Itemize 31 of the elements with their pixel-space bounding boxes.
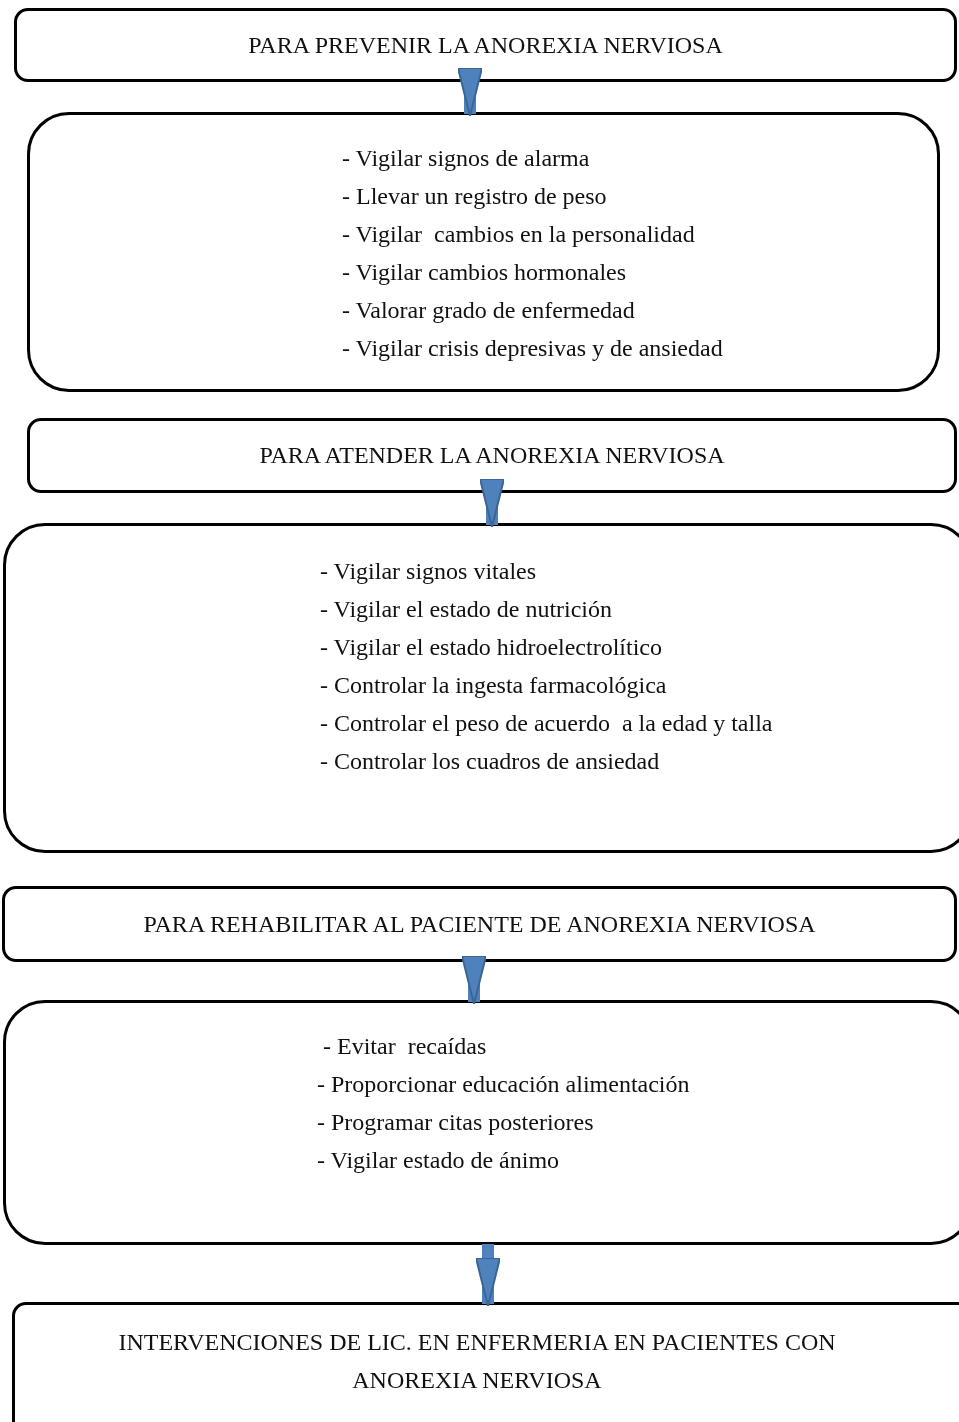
heading-text: PARA ATENDER LA ANOREXIA NERVIOSA	[259, 442, 725, 469]
list-item: - Valorar grado de enfermedad	[342, 296, 636, 325]
list-box	[27, 112, 940, 392]
list-item: - Vigilar signos de alarma	[342, 144, 591, 173]
list-box	[3, 523, 959, 853]
heading-box	[14, 8, 957, 82]
list-item: - Programar citas posteriores	[317, 1108, 595, 1137]
list-item: - Controlar los cuadros de ansiedad	[320, 747, 661, 776]
heading-text: PARA REHABILITAR AL PACIENTE DE ANOREXIA NERVIOSA	[143, 910, 816, 938]
heading-text: PARA PREVENIR LA ANOREXIA NERVIOSA	[248, 31, 723, 59]
list-item: - Vigilar cambios hormonales	[342, 258, 628, 287]
heading-text: INTERVENCIONES DE LIC. EN ENFERMERIA EN PACIENTES CON ANOREXIA NERVIOSA	[117, 1328, 837, 1395]
list-item: - Llevar un registro de peso	[342, 182, 608, 211]
list-item: - Vigilar crisis depresivas y de ansiedad	[342, 334, 724, 363]
list-item: - Vigilar el estado hidroelectrolítico	[320, 633, 663, 662]
list-item: - Vigilar el estado de nutrición	[320, 595, 614, 624]
list-item: - Proporcionar educación alimentación	[317, 1070, 691, 1099]
block-arrow	[457, 67, 483, 117]
list-item: - Vigilar cambios en la personalidad	[342, 220, 696, 249]
heading-box	[27, 418, 957, 493]
list-item: - Vigilar estado de ánimo	[317, 1146, 561, 1175]
heading-box	[12, 1302, 959, 1422]
heading-box	[2, 886, 957, 962]
list-box	[3, 1000, 959, 1245]
block-arrow	[479, 478, 505, 528]
block-arrow	[461, 955, 487, 1005]
block-arrow	[475, 1244, 501, 1307]
list-item: - Controlar el peso de acuerdo a la edad y talla	[320, 709, 774, 738]
list-item: - Controlar la ingesta farmacológica	[320, 671, 668, 700]
list-item: - Evitar recaídas	[323, 1032, 488, 1061]
list-item: - Vigilar signos vitales	[320, 557, 538, 586]
